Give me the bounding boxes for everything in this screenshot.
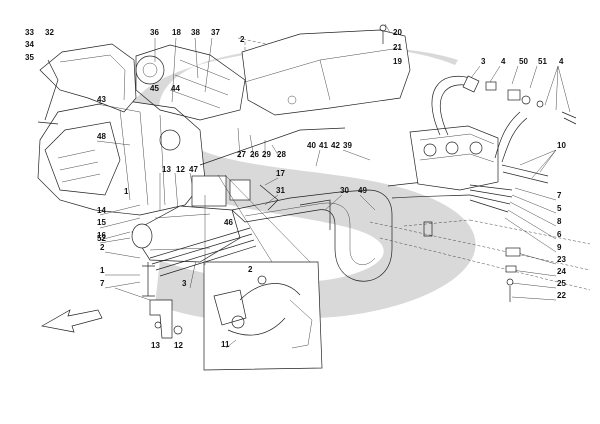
callout-c39: 39 xyxy=(343,141,352,150)
callout-c2b: 2 xyxy=(100,243,105,252)
callout-c13a: 13 xyxy=(162,165,171,174)
floor-guides xyxy=(369,219,591,291)
callout-c17: 17 xyxy=(276,169,285,178)
callout-c15: 15 xyxy=(97,218,106,227)
bolt-stack xyxy=(423,221,521,302)
callout-c12a: 12 xyxy=(176,165,185,174)
callout-c18: 18 xyxy=(172,28,181,37)
callout-c9: 9 xyxy=(557,243,562,252)
callout-c1b: 1 xyxy=(100,266,105,275)
callout-c52: 52 xyxy=(97,234,106,243)
callout-c28: 28 xyxy=(277,150,286,159)
callout-c22: 22 xyxy=(557,291,566,300)
callout-c46: 46 xyxy=(224,218,233,227)
callout-c13b: 13 xyxy=(151,341,160,350)
callout-c47: 47 xyxy=(189,165,198,174)
callout-c2a: 2 xyxy=(240,35,245,44)
callout-c4b: 4 xyxy=(559,57,564,66)
callout-c38: 38 xyxy=(191,28,200,37)
upper-shield xyxy=(241,24,411,116)
callout-c20: 20 xyxy=(393,28,402,37)
gearbox-housing xyxy=(37,44,246,216)
callout-c19: 19 xyxy=(393,57,402,66)
callout-c23: 23 xyxy=(557,255,566,264)
callout-c29: 29 xyxy=(262,150,271,159)
direction-arrow xyxy=(40,309,103,333)
callout-c3a: 3 xyxy=(481,57,486,66)
callout-c37: 37 xyxy=(211,28,220,37)
mounting-bracket xyxy=(142,262,183,339)
callout-c49: 49 xyxy=(358,186,367,195)
detail-inset xyxy=(203,261,323,371)
actuator-assembly xyxy=(131,127,346,277)
callout-c14: 14 xyxy=(97,206,106,215)
guide-lines xyxy=(204,174,311,265)
callout-c50: 50 xyxy=(519,57,528,66)
callout-c51: 51 xyxy=(538,57,547,66)
callout-c10: 10 xyxy=(557,141,566,150)
callout-c43: 43 xyxy=(97,95,106,104)
callout-c6: 6 xyxy=(557,230,562,239)
callout-c36: 36 xyxy=(150,28,159,37)
callout-c33: 33 xyxy=(25,28,34,37)
callout-c11: 11 xyxy=(221,340,230,349)
callout-c1a: 1 xyxy=(124,187,129,196)
callout-c7b: 7 xyxy=(100,279,105,288)
callout-c44: 44 xyxy=(171,84,180,93)
callout-c25: 25 xyxy=(557,279,566,288)
callout-c4a: 4 xyxy=(501,57,506,66)
callout-c31: 31 xyxy=(276,186,285,195)
callout-c48: 48 xyxy=(97,132,106,141)
callout-c41: 41 xyxy=(319,141,328,150)
callout-c16: 16 xyxy=(97,231,106,240)
guard-cover xyxy=(37,43,137,125)
callout-c27: 27 xyxy=(237,150,246,159)
callout-c40: 40 xyxy=(307,141,316,150)
callout-c32: 32 xyxy=(45,28,54,37)
callout-c21: 21 xyxy=(393,43,402,52)
callout-c8: 8 xyxy=(557,217,562,226)
callout-c42: 42 xyxy=(331,141,340,150)
callout-c35: 35 xyxy=(25,53,34,62)
callout-c5: 5 xyxy=(557,204,562,213)
callout-c24: 24 xyxy=(557,267,566,276)
callout-c7a: 7 xyxy=(557,191,562,200)
callout-c30: 30 xyxy=(340,186,349,195)
callout-c34: 34 xyxy=(25,40,34,49)
callout-c2c: 2 xyxy=(248,265,253,274)
valve-manifold xyxy=(409,75,577,213)
callout-c12b: 12 xyxy=(174,341,183,350)
callout-c3b: 3 xyxy=(182,279,187,288)
callout-c45: 45 xyxy=(150,84,159,93)
callout-c26: 26 xyxy=(250,150,259,159)
